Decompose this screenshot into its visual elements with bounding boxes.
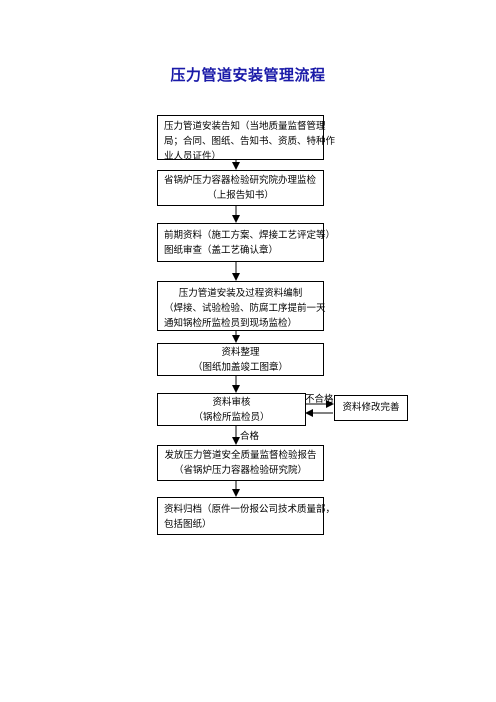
step-notify-line-2: 局；合同、图纸、告知书、资质、特种作 <box>164 136 336 147</box>
step-install-line-1: 压力管道安装及过程资料编制 <box>178 288 303 299</box>
step-report-line-1: 发放压力管道安全质量监督检验报告 <box>164 450 317 461</box>
step-install-line-2: （焊接、试验检验、防腐工序提前一天 <box>164 303 326 314</box>
step-organize-line-2: （图纸加盖竣工图章） <box>192 362 288 373</box>
step-notify-line-3: 业人员证件） <box>164 151 222 162</box>
step-drawing-review: 前期资料（施工方案、焊接工艺评定等） 图纸审查（盖工艺确认章） <box>157 223 336 262</box>
step-register-line-2: （上报告知书） <box>207 190 274 201</box>
step-notify-line-1: 压力管道安装告知（当地质量监督管理 <box>164 121 326 132</box>
step-issue-report: 发放压力管道安全质量监督检验报告 （省锅炉压力容器检验研究院） <box>157 445 324 481</box>
step-installation: 压力管道安装及过程资料编制 （焊接、试验检验、防腐工序提前一天 通知锅检所监检员… <box>157 281 326 331</box>
label-pass: 合格 <box>240 431 260 442</box>
step-archive: 资料归档（原件一份报公司技术质量部， 包括图纸） <box>157 497 336 535</box>
step-document-organize: 资料整理 （图纸加盖竣工图章） <box>157 343 324 376</box>
step-organize-line-1: 资料整理 <box>221 347 260 358</box>
step-archive-line-2: 包括图纸） <box>164 519 212 530</box>
step-register-line-1: 省锅炉压力容器检验研究院办理监检 <box>164 175 317 186</box>
step-review-line-2: 图纸审查（盖工艺确认章） <box>164 245 279 256</box>
page-title: 压力管道安装管理流程 <box>170 66 326 84</box>
step-archive-line-1: 资料归档（原件一份报公司技术质量部， <box>164 504 336 515</box>
label-fail: 不合格 <box>305 394 334 405</box>
step-register-inspection: 省锅炉压力容器检验研究院办理监检 （上报告知书） <box>157 170 324 206</box>
step-report-line-2: （省锅炉压力容器检验研究院） <box>173 465 307 476</box>
step-notify: 压力管道安装告知（当地质量监督管理 局；合同、图纸、告知书、资质、特种作 业人员… <box>157 115 336 162</box>
side-box-label: 资料修改完善 <box>342 402 400 413</box>
step-audit-line-1: 资料审核 <box>212 397 251 408</box>
step-install-line-3: 通知锅检所监检员到现场监检） <box>164 318 298 329</box>
step-audit-line-2: （锅检所监检员） <box>193 412 270 423</box>
step-document-audit: 资料审核 （锅检所监检员） <box>157 393 306 426</box>
side-box-revise: 资料修改完善 <box>334 395 408 421</box>
step-review-line-1: 前期资料（施工方案、焊接工艺评定等） <box>164 230 336 241</box>
